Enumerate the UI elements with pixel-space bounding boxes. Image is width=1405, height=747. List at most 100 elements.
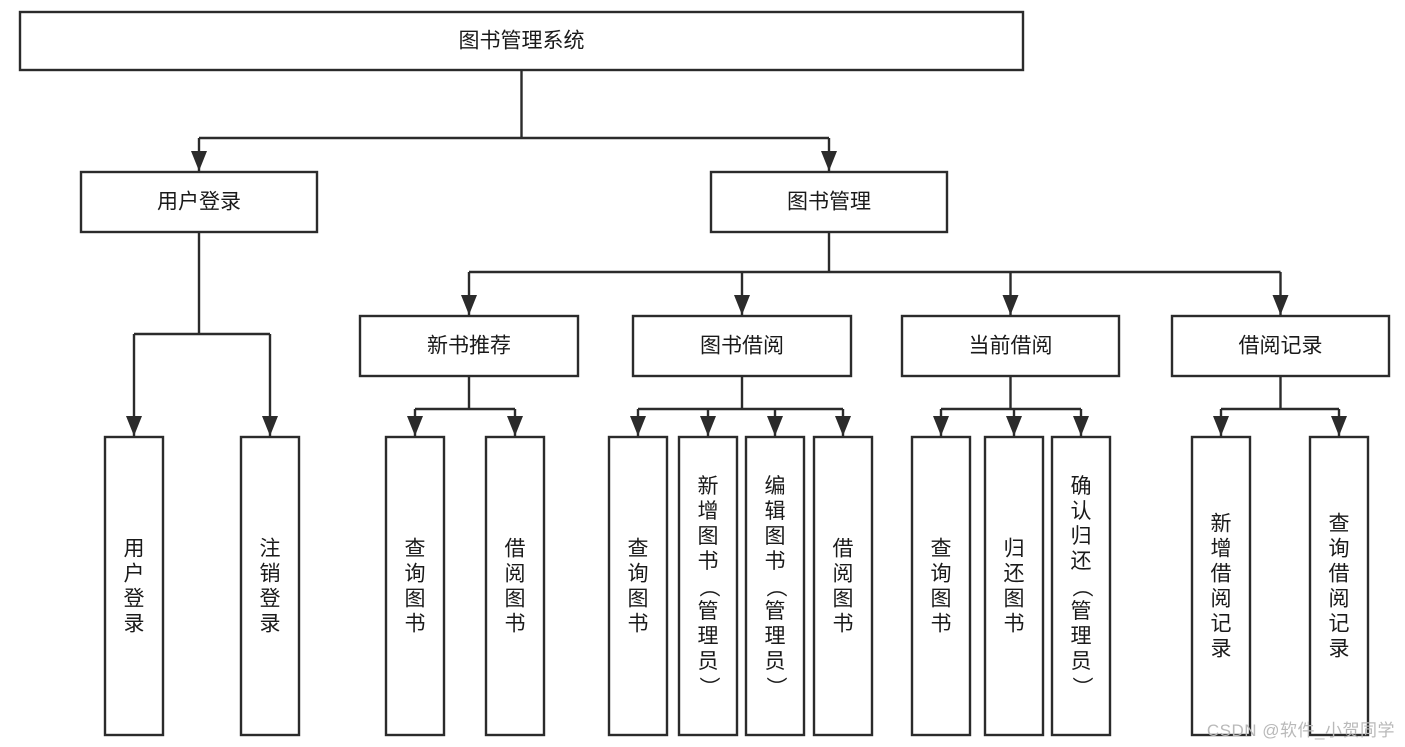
svg-text:询: 询: [931, 563, 952, 586]
node-leaf[interactable]: [103, 435, 165, 737]
svg-text:理: 理: [765, 625, 786, 648]
node-label-root: 图书管理系统: [459, 30, 585, 53]
svg-text:图: 图: [1004, 588, 1025, 611]
svg-text:管: 管: [1071, 600, 1092, 623]
svg-text:员: 员: [1071, 650, 1092, 673]
node-level3-new-book-recommend[interactable]: [358, 314, 580, 378]
node-leaf[interactable]: [607, 435, 669, 737]
svg-text:书: 书: [405, 613, 426, 636]
node-label-leaf-0: 用户登录: [124, 538, 145, 636]
svg-text:图: 图: [833, 588, 854, 611]
svg-text:销: 销: [260, 563, 281, 586]
arrow-head-icon: [1331, 416, 1347, 436]
svg-text:还: 还: [1071, 550, 1092, 573]
arrow-head-icon: [1272, 295, 1289, 315]
svg-text:图: 图: [405, 588, 426, 611]
svg-text:户: 户: [124, 563, 145, 586]
svg-text:录: 录: [1211, 638, 1232, 661]
svg-text:员: 员: [765, 650, 786, 673]
svg-text:登: 登: [124, 588, 145, 611]
arrow-head-icon: [1213, 416, 1229, 436]
svg-text:录: 录: [1329, 638, 1350, 661]
node-label-level3-2: 当前借阅: [969, 335, 1053, 358]
svg-text:理: 理: [1071, 625, 1092, 648]
svg-text:询: 询: [628, 563, 649, 586]
arrow-head-icon: [126, 416, 142, 436]
arrow-head-icon: [191, 151, 207, 171]
svg-text:借: 借: [1329, 563, 1350, 586]
svg-text:书: 书: [1004, 613, 1025, 636]
svg-text:图: 图: [505, 588, 526, 611]
svg-text:增: 增: [1211, 538, 1232, 561]
arrow-head-icon: [507, 416, 523, 436]
svg-text:新: 新: [698, 475, 719, 498]
svg-text:书: 书: [931, 613, 952, 636]
node-leaf[interactable]: [983, 435, 1045, 737]
node-root-book-management-system[interactable]: [18, 10, 1025, 72]
svg-text:记: 记: [1211, 613, 1232, 636]
svg-text:图: 图: [931, 588, 952, 611]
arrow-head-icon: [734, 295, 750, 315]
node-level3-borrow-record[interactable]: [1170, 314, 1391, 378]
node-leaf[interactable]: [677, 435, 739, 737]
svg-text:）: ）: [764, 677, 787, 698]
svg-text:登: 登: [260, 588, 281, 611]
svg-text:记: 记: [1329, 613, 1350, 636]
node-label-level3-0: 新书推荐: [427, 335, 511, 358]
node-label-level3-1: 图书借阅: [700, 335, 784, 358]
node-leaf[interactable]: [910, 435, 972, 737]
node-level2-user-login[interactable]: [79, 170, 319, 234]
svg-text:借: 借: [505, 538, 526, 561]
svg-text:书: 书: [628, 613, 649, 636]
arrow-head-icon: [933, 416, 949, 436]
svg-text:询: 询: [405, 563, 426, 586]
arrow-head-icon: [1073, 416, 1089, 436]
svg-text:归: 归: [1071, 525, 1092, 548]
svg-text:阅: 阅: [505, 563, 526, 586]
svg-text:认: 认: [1071, 500, 1092, 523]
node-leaf[interactable]: [1190, 435, 1252, 737]
node-level3-book-borrow[interactable]: [631, 314, 853, 378]
arrow-head-icon: [407, 416, 423, 436]
svg-text:确: 确: [1071, 475, 1092, 498]
nodes-layer: 图书管理系统用户登录图书管理新书推荐图书借阅当前借阅借阅记录用户登录注销登录查询…: [18, 10, 1391, 737]
node-leaf[interactable]: [744, 435, 806, 737]
arrow-head-icon: [700, 416, 716, 436]
node-level2-book-management[interactable]: [709, 170, 949, 234]
svg-text:辑: 辑: [765, 500, 786, 523]
svg-text:书: 书: [765, 550, 786, 573]
svg-text:还: 还: [1004, 563, 1025, 586]
node-leaf[interactable]: [1308, 435, 1370, 737]
node-leaf[interactable]: [1050, 435, 1112, 737]
node-leaf[interactable]: [484, 435, 546, 737]
svg-text:（: （: [764, 577, 787, 598]
svg-text:注: 注: [260, 538, 281, 561]
arrow-head-icon: [262, 416, 278, 436]
svg-text:阅: 阅: [1329, 588, 1350, 611]
svg-text:编: 编: [765, 475, 786, 498]
node-leaf[interactable]: [812, 435, 874, 737]
node-leaf[interactable]: [384, 435, 446, 737]
svg-text:理: 理: [698, 625, 719, 648]
svg-text:员: 员: [698, 650, 719, 673]
svg-text:书: 书: [833, 613, 854, 636]
arrow-head-icon: [1006, 416, 1022, 436]
svg-text:新: 新: [1211, 513, 1232, 536]
node-level3-current-borrow[interactable]: [900, 314, 1121, 378]
svg-text:图: 图: [765, 525, 786, 548]
svg-text:录: 录: [260, 613, 281, 636]
svg-text:录: 录: [124, 613, 145, 636]
svg-text:图: 图: [628, 588, 649, 611]
node-leaf[interactable]: [239, 435, 301, 737]
